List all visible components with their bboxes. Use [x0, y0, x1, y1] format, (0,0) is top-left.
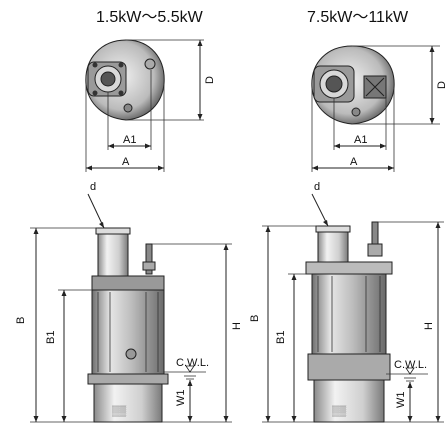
left-side-view: ▒▒	[87, 227, 169, 423]
svg-text:▒▒: ▒▒	[332, 405, 347, 417]
left-dimension-A1: A1	[107, 70, 152, 150]
label-A-right: A	[350, 156, 358, 168]
left-dimension-D: D	[126, 39, 216, 121]
label-CWL-right: C.W.L.	[394, 359, 427, 371]
label-H-left: H	[231, 322, 243, 330]
label-W1-left: W1	[175, 390, 187, 407]
right-dimension-A1: A1	[333, 98, 387, 150]
left-dimension-A: A	[85, 84, 165, 172]
label-d-right: d	[314, 181, 320, 193]
title-left-power-range: 1.5kW〜5.5kW	[96, 9, 204, 26]
label-A1-left: A1	[123, 134, 136, 146]
label-CWL-left: C.W.L.	[176, 357, 209, 369]
left-top-view	[85, 39, 165, 121]
label-D-left: D	[204, 76, 216, 84]
label-d-left: d	[90, 181, 96, 193]
right-dimension-B1: B1	[275, 273, 312, 422]
title-right-power-range: 7.5kW〜11kW	[307, 9, 409, 26]
label-D-right: D	[436, 81, 448, 89]
svg-text:▒▒: ▒▒	[112, 405, 127, 417]
left-dimension-B1: B1	[45, 289, 92, 422]
label-B-right: B	[249, 315, 261, 322]
label-B-left: B	[15, 317, 27, 324]
label-A-left: A	[122, 156, 130, 168]
left-dimension-H: H	[152, 243, 243, 423]
left-dimension-B: B	[15, 227, 98, 423]
label-W1-right: W1	[395, 392, 407, 409]
left-dimension-d: d	[87, 181, 105, 229]
right-cwl-w1: C.W.L. W1	[386, 359, 428, 422]
right-dimension-B: B	[249, 225, 318, 423]
right-dimension-A: A	[311, 88, 395, 172]
right-dimension-d: d	[311, 181, 329, 227]
right-dimension-D: D	[352, 45, 448, 125]
left-cwl-w1: C.W.L. W1	[164, 357, 209, 422]
right-side-view: ▒▒	[305, 221, 393, 423]
right-top-view	[311, 45, 395, 125]
label-B1-left: B1	[45, 331, 57, 344]
label-A1-right: A1	[354, 134, 367, 146]
label-B1-right: B1	[275, 331, 287, 344]
right-dimension-H: H	[378, 221, 444, 423]
label-H-right: H	[423, 322, 435, 330]
